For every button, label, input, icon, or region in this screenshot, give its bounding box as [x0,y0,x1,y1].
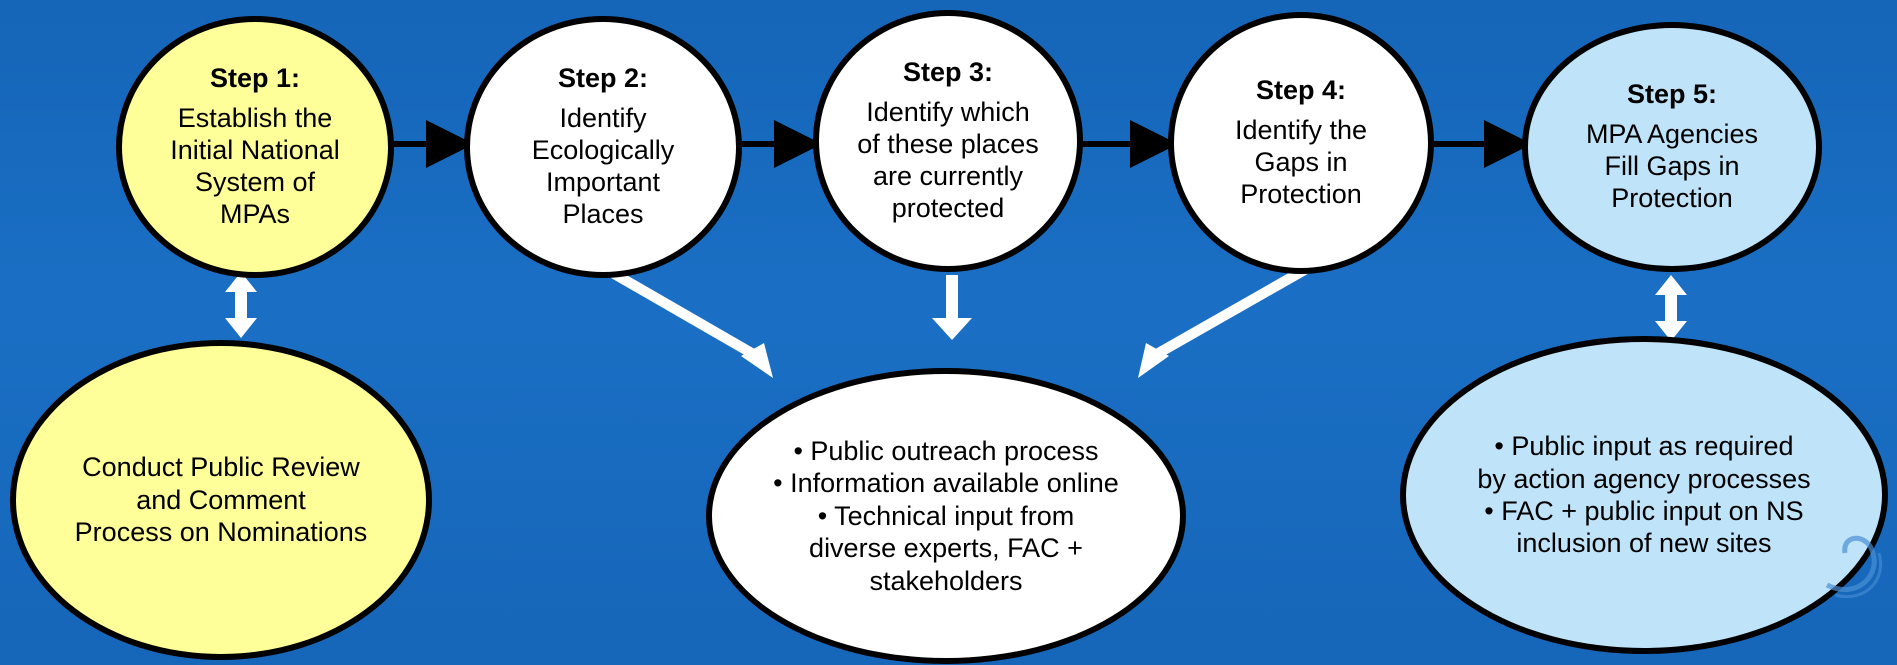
step-1-title: Step 1: [209,63,301,94]
public-input-ellipse: • Public input as required by action age… [1400,336,1888,654]
step-5-title: Step 5: [1626,79,1718,110]
double-headed-arrow-icon [1655,275,1687,341]
public-review-ellipse: Conduct Public Review and Comment Proces… [10,340,432,660]
step-1-body: Establish the Initial National System of… [170,103,340,229]
step-4-circle: Step 4: Identify the Gaps in Protection [1168,12,1434,274]
public-input-text: • Public input as required by action age… [1477,431,1811,559]
step-5-circle: Step 5: MPA Agencies Fill Gaps in Protec… [1522,22,1822,272]
step-3-title: Step 3: [902,57,994,88]
step-2-body: Identify Ecologically Important Places [531,103,675,229]
step-4-title: Step 4: [1255,75,1347,106]
arrow-down-icon [1138,258,1320,378]
step-2-title: Step 2: [557,63,649,94]
public-review-text: Conduct Public Review and Comment Proces… [74,452,368,548]
arrow-down-icon [932,275,972,340]
step-1-circle: Step 1: Establish the Initial National S… [116,16,394,278]
step-2-circle: Step 2: Identify Ecologically Important … [464,16,742,278]
swirl-logo-icon [1825,535,1883,598]
step-3-circle: Step 3: Identify which of these places a… [813,10,1083,272]
step-5-body: MPA Agencies Fill Gaps in Protection [1585,119,1759,213]
arrow-down-icon [592,258,773,378]
outreach-ellipse: • Public outreach process • Information … [706,368,1186,664]
step-3-body: Identify which of these places are curre… [857,97,1039,223]
step-4-body: Identify the Gaps in Protection [1234,115,1368,209]
outreach-text: • Public outreach process • Information … [773,436,1119,596]
double-headed-arrow-icon [225,272,257,338]
